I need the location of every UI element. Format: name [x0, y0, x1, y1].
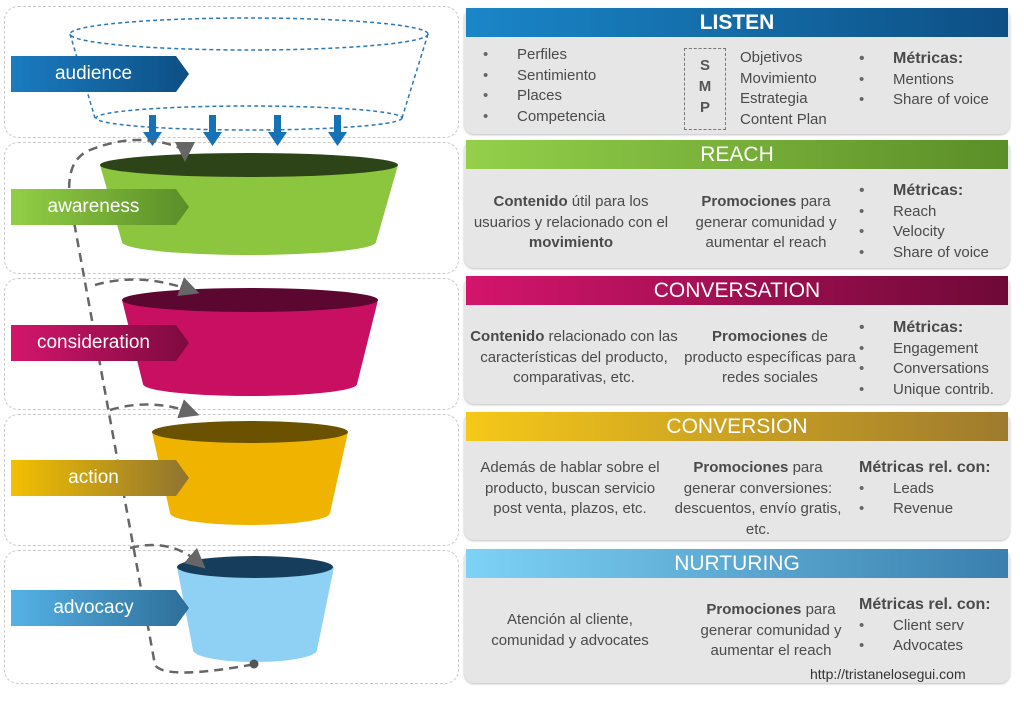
- stage-label: action: [68, 467, 119, 488]
- stage-label: advocacy: [53, 597, 134, 618]
- metric-item: Advocates: [859, 636, 991, 657]
- metric-item: Unique contrib.: [859, 380, 994, 401]
- metrics-title: Métricas rel. con:: [859, 596, 991, 613]
- metric-item: Revenue: [859, 499, 991, 520]
- conversion-header: CONVERSION: [466, 412, 1008, 441]
- metrics-title: Métricas:: [859, 318, 994, 339]
- promo-bold: Promociones: [706, 601, 802, 618]
- nurturing-content: Atención al cliente, comunidad y advocat…: [491, 611, 649, 649]
- nurturing-header: NURTURING: [466, 549, 1008, 578]
- conversation-metrics: Métricas: Engagement Conversations Uniqu…: [859, 318, 994, 400]
- down-arrows: [143, 115, 347, 146]
- stage-tag-awareness: awareness: [11, 189, 189, 225]
- listen-item: Competencia: [483, 107, 605, 128]
- audience-funnel: [69, 17, 429, 131]
- metric-item: Mentions: [859, 70, 989, 91]
- conversion-metrics: Métricas rel. con: Leads Revenue: [859, 458, 991, 520]
- conversion-promo: Promociones para generar conversiones: d…: [668, 458, 848, 540]
- conversation-promo: Promociones de producto específicas para…: [682, 327, 858, 389]
- nurturing-metrics: Métricas rel. con: Client serv Advocates: [859, 595, 991, 657]
- advocacy-funnel: [177, 556, 334, 662]
- metrics-title: Métricas:: [859, 181, 989, 202]
- source-url[interactable]: http://tristanelosegui.com: [810, 666, 966, 682]
- conversation-content: Contenido relacionado con las caracterís…: [464, 327, 684, 389]
- promo-text: para generar conversiones: descuentos, e…: [674, 459, 842, 538]
- reach-header: REACH: [466, 140, 1008, 169]
- listen-items: Perfiles Sentimiento Places Competencia: [483, 45, 605, 127]
- listen-header: LISTEN: [466, 8, 1008, 37]
- metric-item: Client serv: [859, 616, 991, 637]
- metric-item: Share of voice: [859, 90, 989, 111]
- objective-item: Content Plan: [740, 110, 827, 128]
- listen-item: Places: [483, 86, 605, 107]
- stage-tag-audience: audience: [11, 56, 189, 92]
- stage-label: audience: [54, 63, 133, 84]
- metric-item: Share of voice: [859, 243, 989, 264]
- promo-bold: Promociones: [712, 328, 808, 345]
- stage-label: awareness: [47, 196, 140, 217]
- objective-item: Objetivos: [740, 49, 803, 66]
- stage-label: consideration: [36, 332, 151, 353]
- promo-bold: Promociones: [693, 459, 789, 476]
- promo-text: para generar comunidad y aumentar el rea…: [695, 193, 837, 251]
- flow-end-dot: [249, 659, 259, 669]
- content-bold: movimiento: [528, 234, 614, 251]
- promo-bold: Promociones: [701, 193, 797, 210]
- content-text: útil para los usuarios y relacionado con…: [473, 193, 669, 231]
- smp-letter: S: [699, 57, 710, 74]
- conversation-header: CONVERSATION: [466, 276, 1008, 305]
- funnel-graphic: [67, 17, 429, 674]
- objective-item: Estrategia: [740, 90, 808, 107]
- consideration-funnel: [122, 288, 378, 396]
- nurturing-promo: Promociones para generar comunidad y aum…: [686, 600, 856, 662]
- listen-metrics: Métricas: Mentions Share of voice: [859, 49, 989, 111]
- conversion-content: Además de hablar sobre el producto, busc…: [480, 459, 660, 517]
- stage-tag-action: action: [11, 460, 189, 496]
- content-bold: Contenido: [470, 328, 545, 345]
- awareness-funnel: [100, 153, 398, 255]
- metric-item: Velocity: [859, 222, 989, 243]
- metric-item: Engagement: [859, 339, 994, 360]
- metric-item: Conversations: [859, 359, 994, 380]
- smp-box: S M P: [684, 48, 726, 130]
- stage-tag-advocacy: advocacy: [11, 590, 189, 626]
- metrics-title: Métricas:: [859, 49, 989, 70]
- content-bold: Contenido: [493, 193, 568, 210]
- promo-text: de producto específicas para redes socia…: [684, 328, 856, 386]
- reach-promo: Promociones para generar comunidad y aum…: [680, 192, 852, 254]
- stage-tag-consideration: consideration: [11, 325, 189, 361]
- reach-content: Contenido útil para los usuarios y relac…: [466, 192, 676, 254]
- metric-item: Leads: [859, 479, 991, 500]
- promo-text: para generar comunidad y aumentar el rea…: [700, 601, 842, 659]
- content-text: relacionado con las características del …: [480, 328, 678, 386]
- listen-item: Sentimiento: [483, 66, 605, 87]
- metrics-title: Métricas rel. con:: [859, 459, 991, 476]
- listen-objectives: Objetivos Movimiento Estrategia Content …: [740, 48, 827, 130]
- objective-item: Movimiento: [740, 69, 817, 87]
- reach-metrics: Métricas: Reach Velocity Share of voice: [859, 181, 989, 263]
- smp-letter: P: [699, 99, 710, 116]
- flow-arrows: [67, 138, 251, 674]
- smp-letter: M: [698, 78, 712, 95]
- listen-item: Perfiles: [483, 45, 605, 66]
- metric-item: Reach: [859, 202, 989, 223]
- action-funnel: [152, 421, 348, 525]
